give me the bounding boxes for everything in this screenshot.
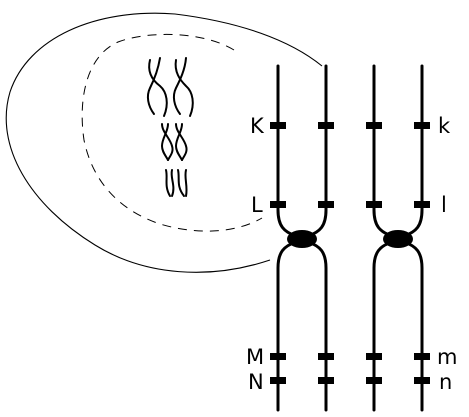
label-M: M bbox=[246, 345, 264, 369]
label-N: N bbox=[248, 370, 264, 394]
nuclear-envelope bbox=[81, 33, 263, 232]
label-k: k bbox=[438, 114, 451, 138]
label-n: n bbox=[439, 370, 452, 394]
label-m: m bbox=[437, 345, 457, 369]
label-L: L bbox=[251, 193, 263, 217]
label-l: l bbox=[441, 193, 447, 217]
chiasma-left bbox=[287, 230, 317, 248]
gene-loci bbox=[270, 122, 430, 384]
nucleus-chromosomes bbox=[146, 57, 194, 197]
label-K: K bbox=[250, 114, 265, 138]
cell-membrane bbox=[5, 12, 323, 273]
chiasma-right bbox=[383, 230, 413, 248]
